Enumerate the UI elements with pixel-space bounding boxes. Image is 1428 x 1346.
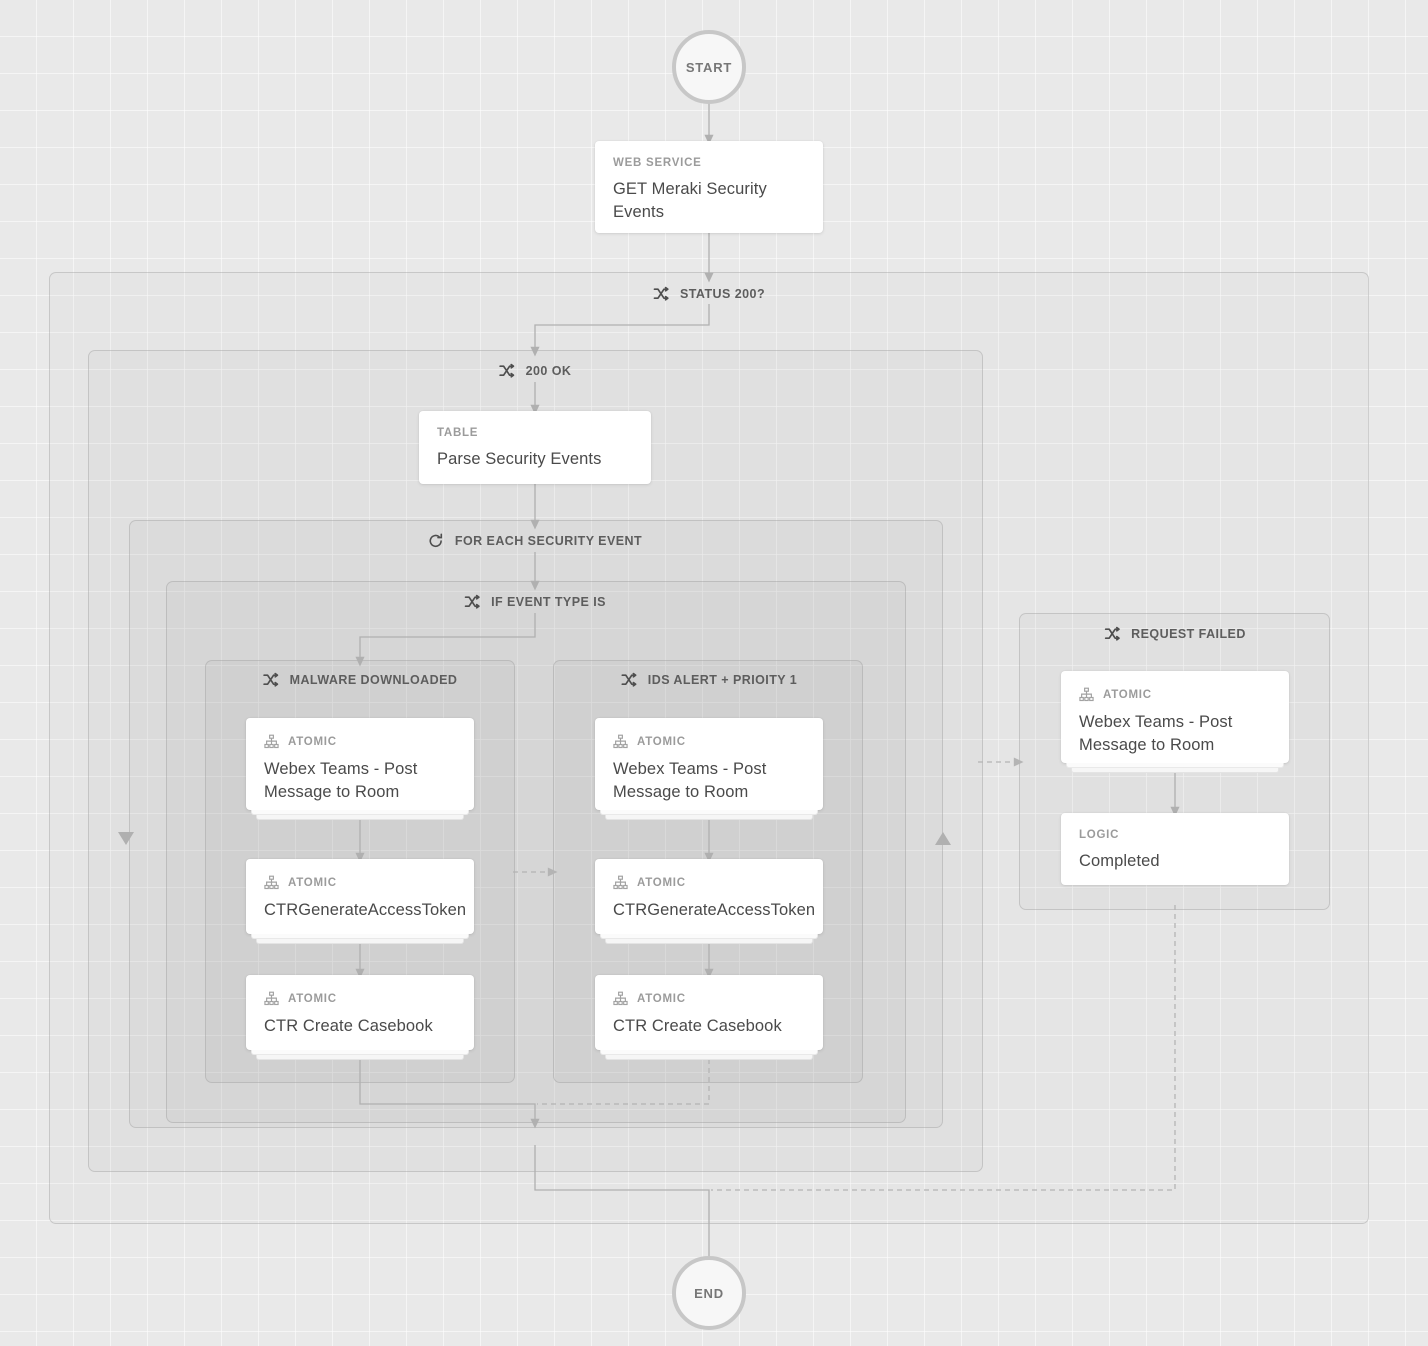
node-kind: ATOMIC: [264, 991, 456, 1006]
shuffle-icon: [263, 672, 279, 688]
shuffle-icon: [1104, 626, 1120, 642]
sitemap-icon: [613, 734, 628, 749]
node-kind-label: TABLE: [437, 427, 479, 439]
node-kind-label: ATOMIC: [288, 735, 337, 748]
end-node[interactable]: END: [672, 1256, 746, 1330]
node-ids-webex-post-message[interactable]: ATOMIC Webex Teams - Post Message to Roo…: [595, 718, 823, 820]
node-kind-label: LOGIC: [1079, 829, 1120, 841]
branch-label-for-each[interactable]: FOR EACH SECURITY EVENT: [428, 533, 642, 549]
node-title: Webex Teams - Post Message to Room: [264, 760, 418, 801]
node-kind-label: ATOMIC: [1103, 688, 1152, 701]
shuffle-icon: [464, 594, 480, 610]
node-parse-security-events[interactable]: TABLE Parse Security Events: [419, 411, 651, 484]
node-kind: LOGIC: [1079, 829, 1271, 841]
branch-label-text: 200 OK: [525, 364, 572, 378]
node-ids-ctr-create-casebook[interactable]: ATOMIC CTR Create Casebook: [595, 975, 823, 1060]
sitemap-icon: [264, 991, 279, 1006]
node-title: CTRGenerateAccessToken: [613, 901, 816, 919]
start-label: START: [685, 59, 733, 75]
node-kind-label: ATOMIC: [637, 876, 686, 889]
node-kind-label: ATOMIC: [637, 992, 686, 1005]
node-malware-ctr-create-casebook[interactable]: ATOMIC CTR Create Casebook: [246, 975, 474, 1060]
shuffle-icon: [653, 286, 669, 302]
sitemap-icon: [264, 875, 279, 890]
node-title: GET Meraki Security Events: [613, 180, 767, 221]
node-kind: ATOMIC: [613, 875, 805, 890]
node-malware-webex-post-message[interactable]: ATOMIC Webex Teams - Post Message to Roo…: [246, 718, 474, 820]
branch-label-request-failed[interactable]: REQUEST FAILED: [1104, 626, 1246, 642]
node-kind: ATOMIC: [264, 734, 456, 749]
node-title: Webex Teams - Post Message to Room: [613, 760, 767, 801]
node-title: Webex Teams - Post Message to Room: [1079, 713, 1233, 754]
loop-icon: [428, 533, 444, 549]
node-ids-ctr-generate-access-token[interactable]: ATOMIC CTRGenerateAccessToken: [595, 859, 823, 944]
branch-label-status-200[interactable]: STATUS 200?: [653, 286, 765, 302]
sitemap-icon: [613, 875, 628, 890]
node-kind-label: ATOMIC: [288, 876, 337, 889]
branch-label-ids-alert[interactable]: IDS ALERT + PRIOITY 1: [621, 672, 797, 688]
node-title: CTRGenerateAccessToken: [264, 901, 467, 919]
node-kind: ATOMIC: [1079, 687, 1271, 702]
end-label: END: [694, 1285, 724, 1301]
node-kind: ATOMIC: [613, 991, 805, 1006]
node-kind: WEB SERVICE: [613, 157, 805, 169]
node-kind-label: ATOMIC: [288, 992, 337, 1005]
branch-label-if-event-type[interactable]: IF EVENT TYPE IS: [464, 594, 606, 610]
shuffle-icon: [621, 672, 637, 688]
node-title: Completed: [1079, 852, 1160, 870]
branch-label-text: IF EVENT TYPE IS: [491, 595, 606, 609]
node-kind-label: ATOMIC: [637, 735, 686, 748]
branch-label-200-ok[interactable]: 200 OK: [499, 363, 572, 379]
branch-label-text: STATUS 200?: [679, 287, 766, 301]
sitemap-icon: [613, 991, 628, 1006]
branch-label-text: MALWARE DOWNLOADED: [289, 673, 458, 687]
branch-label-text: FOR EACH SECURITY EVENT: [454, 534, 643, 548]
branch-label-text: REQUEST FAILED: [1131, 627, 1246, 641]
sitemap-icon: [1079, 687, 1094, 702]
branch-label-malware[interactable]: MALWARE DOWNLOADED: [263, 672, 458, 688]
node-malware-ctr-generate-access-token[interactable]: ATOMIC CTRGenerateAccessToken: [246, 859, 474, 944]
sitemap-icon: [264, 734, 279, 749]
start-node[interactable]: START: [672, 30, 746, 104]
node-kind-label: WEB SERVICE: [613, 157, 702, 169]
node-kind: ATOMIC: [264, 875, 456, 890]
node-completed[interactable]: LOGIC Completed: [1061, 813, 1289, 885]
node-title: Parse Security Events: [437, 450, 602, 468]
shuffle-icon: [499, 363, 515, 379]
node-title: CTR Create Casebook: [613, 1017, 782, 1035]
node-title: CTR Create Casebook: [264, 1017, 433, 1035]
node-kind: TABLE: [437, 427, 633, 439]
node-failed-webex-post-message[interactable]: ATOMIC Webex Teams - Post Message to Roo…: [1061, 671, 1289, 773]
branch-label-text: IDS ALERT + PRIOITY 1: [647, 673, 798, 687]
node-get-meraki-security-events[interactable]: WEB SERVICE GET Meraki Security Events: [595, 141, 823, 233]
node-kind: ATOMIC: [613, 734, 805, 749]
